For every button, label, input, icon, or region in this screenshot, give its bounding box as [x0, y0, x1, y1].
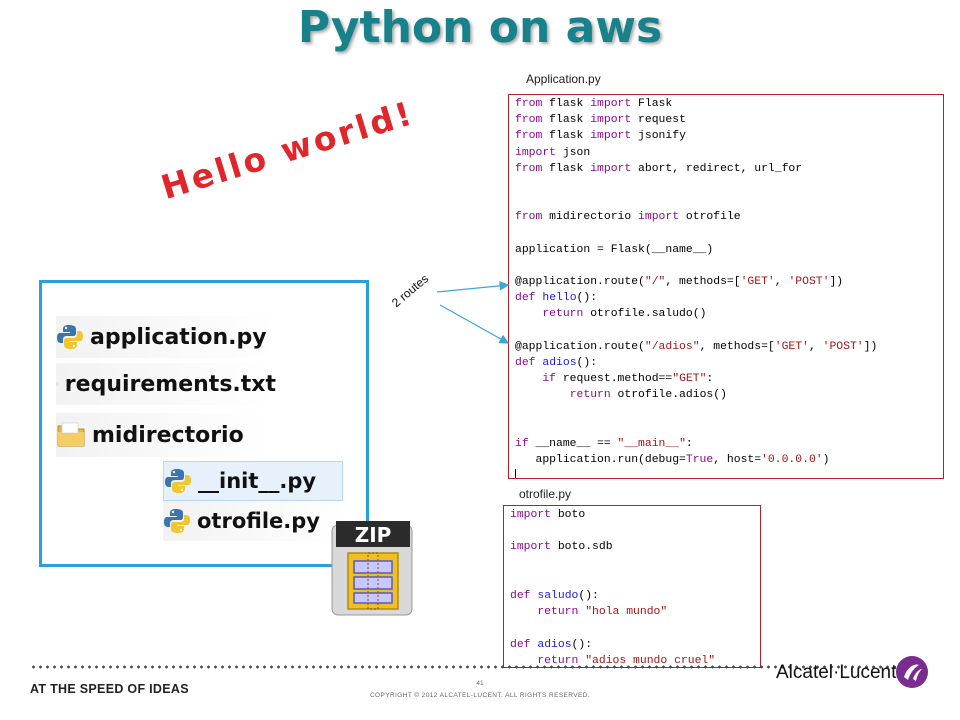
code-line: def adios(): — [510, 638, 593, 651]
code-line: def adios(): — [515, 357, 598, 369]
slide-title: Python on aws — [297, 2, 663, 53]
code-line — [515, 420, 943, 436]
code-line: return otrofile.adios() — [569, 389, 727, 402]
code-line: return "adios mundo cruel" — [537, 654, 716, 667]
code-line — [510, 620, 760, 636]
code-line: from flask import abort, redirect, url_f… — [515, 162, 803, 175]
file-item-otrofile[interactable]: otrofile.py — [163, 501, 343, 541]
hello-world-text: Hello world! — [156, 93, 419, 207]
application-file-label: Application.py — [526, 72, 601, 86]
file-item-application[interactable]: application.py — [56, 316, 276, 358]
zip-label: ZIP — [355, 523, 392, 547]
copyright-text: COPYRIGHT © 2012 ALCATEL-LUCENT. ALL RIG… — [369, 692, 591, 699]
code-line: return otrofile.saludo() — [542, 308, 707, 321]
code-line: return "hola mundo" — [537, 606, 668, 619]
file-explorer-panel: application.py requirements.txt midirect… — [39, 280, 369, 567]
footer-tagline: AT THE SPEED OF IDEAS — [30, 682, 189, 696]
code-line — [515, 404, 943, 420]
code-line — [515, 323, 943, 339]
code-line: import boto — [510, 509, 586, 521]
folder-item-midirectorio[interactable]: midirectorio — [56, 413, 264, 457]
code-line: from flask import jsonify — [515, 130, 686, 143]
python-file-icon — [164, 509, 190, 533]
file-name: otrofile.py — [197, 509, 320, 533]
otrofile-code-box: import boto import boto.sdb def saludo()… — [503, 505, 761, 668]
code-line — [510, 556, 760, 572]
file-item-requirements[interactable]: requirements.txt — [56, 363, 276, 405]
zip-archive-icon: ZIP — [331, 521, 413, 616]
code-line: @application.route("/", methods=['GET', … — [515, 276, 844, 289]
file-name: application.py — [90, 324, 267, 350]
text-file-icon — [56, 382, 59, 386]
code-line: from flask import Flask — [515, 98, 673, 110]
python-file-icon — [165, 469, 191, 493]
routes-label: 2 routes — [389, 271, 432, 310]
otrofile-label: otrofile.py — [519, 487, 572, 501]
text-cursor — [515, 468, 943, 478]
code-line — [510, 572, 760, 588]
code-line: def saludo(): — [510, 589, 599, 602]
arrow-route-adios — [439, 304, 510, 344]
code-line: application = Flask(__name__) — [515, 243, 714, 256]
code-line: from midirectorio import otrofile — [515, 211, 741, 224]
footer-divider — [30, 665, 900, 669]
code-line: @application.route("/adios", methods=['G… — [515, 340, 878, 353]
file-item-init[interactable]: __init__.py — [163, 461, 343, 501]
alcatel-lucent-logo-icon — [896, 656, 928, 688]
code-line — [510, 523, 760, 539]
folder-icon — [57, 422, 85, 447]
python-file-icon — [57, 325, 83, 349]
code-line — [515, 193, 943, 209]
brand-name: Alcatel·Lucent — [776, 662, 897, 683]
code-line — [515, 226, 943, 242]
page-number: 41 — [476, 680, 484, 687]
code-line: application.run(debug=True, host='0.0.0.… — [515, 454, 830, 467]
code-line: import json — [515, 146, 591, 159]
code-line: import boto.sdb — [510, 541, 613, 554]
file-name: __init__.py — [198, 469, 317, 493]
code-line — [515, 177, 943, 193]
application-code-box: from flask import Flask from flask import… — [508, 94, 944, 479]
code-line: def hello(): — [515, 292, 598, 305]
code-line — [515, 258, 943, 274]
folder-name: midirectorio — [92, 422, 244, 448]
code-line: from flask import request — [515, 114, 686, 127]
arrow-route-root — [436, 281, 510, 293]
code-line: if __name__ == "__main__": — [515, 437, 693, 450]
code-line: if request.method=="GET": — [542, 373, 714, 386]
file-name: requirements.txt — [64, 371, 276, 397]
